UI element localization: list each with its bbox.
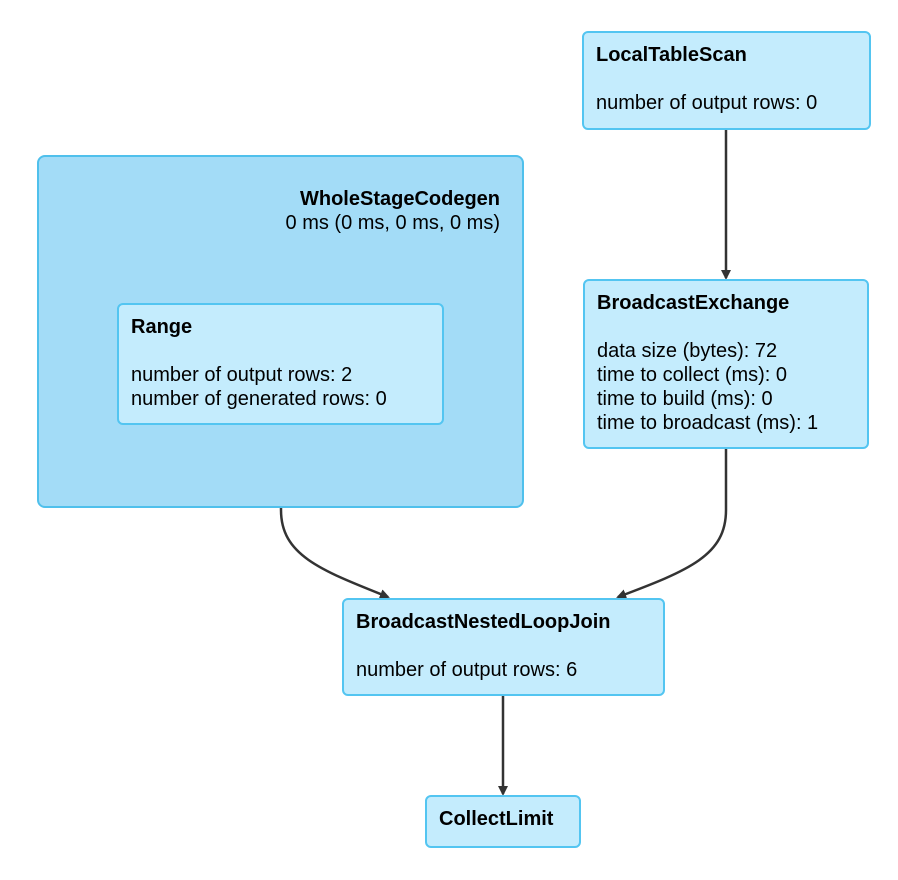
node-metrics: data size (bytes): 72 time to collect (m… (597, 339, 855, 435)
node-metrics: number of output rows: 0 (596, 91, 857, 115)
node-local-table-scan[interactable]: LocalTableScan number of output rows: 0 (582, 31, 871, 130)
metric-output-rows: number of output rows: 2 (131, 364, 353, 386)
metric-data-size: data size (bytes): 72 (597, 340, 778, 362)
node-metrics: number of output rows: 2 number of gener… (131, 363, 430, 411)
edge-range-to-join (279, 425, 390, 599)
node-broadcast-nested-loop-join[interactable]: BroadcastNestedLoopJoin number of output… (342, 598, 665, 696)
node-title: BroadcastExchange (597, 292, 790, 314)
cluster-name: WholeStageCodegen (299, 188, 500, 210)
node-title: LocalTableScan (596, 44, 747, 66)
node-range[interactable]: Range number of output rows: 2 number of… (117, 303, 444, 425)
node-title: CollectLimit (439, 808, 554, 830)
node-collect-limit[interactable]: CollectLimit (425, 795, 581, 848)
node-title: Range (131, 316, 193, 338)
node-broadcast-exchange[interactable]: BroadcastExchange data size (bytes): 72 … (583, 279, 869, 449)
cluster-title: WholeStageCodegen 0 ms (0 ms, 0 ms, 0 ms… (286, 187, 500, 235)
metric-output-rows: number of output rows: 0 (596, 92, 818, 114)
metric-output-rows: number of output rows: 6 (356, 659, 578, 681)
metric-time-to-build: time to build (ms): 0 (597, 388, 773, 410)
metric-time-to-broadcast: time to broadcast (ms): 1 (597, 412, 819, 434)
node-title: BroadcastNestedLoopJoin (356, 611, 611, 633)
metric-time-to-collect: time to collect (ms): 0 (597, 364, 788, 386)
edge-broadcastexchange-to-join (616, 449, 728, 599)
cluster-timing: 0 ms (0 ms, 0 ms, 0 ms) (285, 212, 500, 234)
node-metrics: number of output rows: 6 (356, 658, 651, 682)
metric-generated-rows: number of generated rows: 0 (131, 388, 387, 410)
